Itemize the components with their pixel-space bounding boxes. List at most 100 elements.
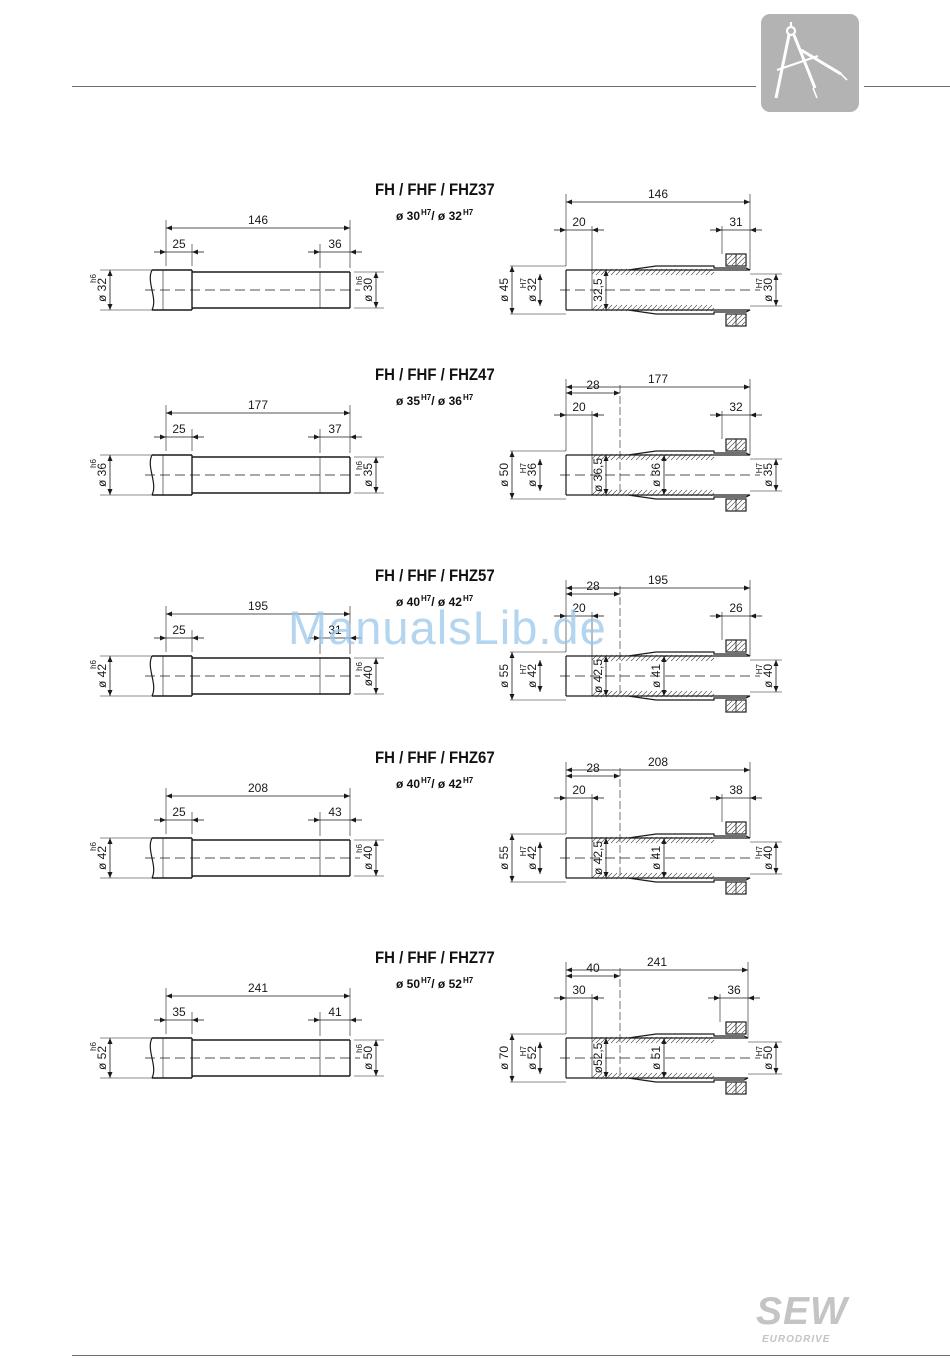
dimension-label: ø 52 — [95, 1046, 109, 1070]
dimension-arrow — [603, 455, 609, 461]
dimension-arrow — [509, 876, 515, 882]
dimension-arrow — [107, 489, 113, 495]
dimension-arrow — [166, 611, 172, 617]
dimension-arrow — [537, 459, 543, 465]
dimension-arrow — [314, 434, 320, 440]
dimension-label: 146 — [648, 187, 668, 201]
dimension-label: 20 — [572, 783, 586, 797]
hatch-line — [731, 314, 743, 326]
dimension-arrow — [566, 384, 572, 390]
hatch-fill — [726, 439, 746, 451]
hub-outline-bottom — [566, 1077, 749, 1083]
dimension-arrow — [603, 489, 609, 495]
hatch-fill — [726, 1082, 746, 1094]
dimension-arrow — [592, 995, 598, 1001]
section-title: FH / FHF / FHZ47 — [375, 365, 495, 384]
dimension-arrow — [344, 793, 350, 799]
dimension-label: 28 — [586, 378, 600, 392]
hatch-line — [726, 1082, 733, 1089]
hatch-line — [741, 1089, 746, 1094]
dimension-label: ø 42 — [95, 664, 109, 688]
dimension-label: 20 — [572, 215, 586, 229]
dimension-label: 32 — [729, 400, 743, 414]
drafting-compass-icon — [761, 14, 859, 112]
dimension-label: 31 — [328, 623, 342, 637]
dimension-label: ø 32 — [525, 278, 539, 302]
hatch-line — [736, 824, 746, 834]
dimension-arrow — [350, 635, 356, 641]
dimension-arrow — [537, 660, 543, 666]
dimension-arrow — [160, 1017, 166, 1023]
hatch-line — [591, 872, 598, 879]
dimension-arrow — [773, 686, 779, 692]
hatch-line — [731, 499, 743, 511]
dimension-label: ø52,5 — [591, 1042, 605, 1073]
hatch-line — [736, 642, 746, 652]
hatch-line — [741, 506, 746, 511]
dimension-arrow — [373, 1070, 379, 1076]
dimension-arrow — [661, 1038, 667, 1044]
dimension-arrow — [566, 973, 572, 979]
dimension-arrow — [750, 613, 756, 619]
hatch-line — [591, 1072, 598, 1079]
dimension-arrow — [560, 412, 566, 418]
dimension-label: 26 — [729, 601, 743, 615]
dimension-label: H7 — [755, 462, 764, 473]
dimension-arrow — [603, 656, 609, 662]
dimension-label: ø 30 — [761, 278, 775, 302]
dimension-label: H7 — [519, 1045, 528, 1056]
dimension-label: 195 — [248, 599, 268, 613]
dimension-arrow — [160, 249, 166, 255]
logo-main: SEW — [756, 1290, 848, 1333]
hatch-line — [731, 439, 743, 451]
dimension-arrow — [107, 838, 113, 844]
section-title: FH / FHF / FHZ57 — [375, 566, 495, 585]
brand-logo: SEW EURODRIVE — [756, 1290, 861, 1350]
dimension-label: h6 — [89, 458, 98, 467]
hatch-line — [731, 640, 743, 652]
dimension-arrow — [661, 656, 667, 662]
watermark: ManualsLib.de — [288, 601, 607, 654]
dimension-label: 30 — [572, 983, 586, 997]
dimension-arrow — [716, 227, 722, 233]
dimension-arrow — [603, 304, 609, 310]
dimension-arrow — [344, 410, 350, 416]
hub-outline-top — [566, 265, 751, 271]
dimension-arrow — [537, 300, 543, 306]
dimension-label: h6 — [355, 661, 364, 670]
hatch-line — [726, 254, 738, 266]
dimension-label: ø 36,5 — [591, 458, 605, 492]
dimension-arrow — [509, 1034, 515, 1040]
dimension-label: h6 — [89, 1041, 98, 1050]
hub-outline-bottom — [566, 695, 751, 701]
dimension-arrow — [744, 767, 750, 773]
dimension-label: 28 — [586, 579, 600, 593]
dimension-label: 38 — [729, 783, 743, 797]
dimension-arrow — [560, 795, 566, 801]
hub-outline-bottom — [566, 494, 751, 500]
hub-outline-bottom — [566, 877, 751, 883]
dimension-arrow — [107, 455, 113, 461]
dimension-arrow — [537, 274, 543, 280]
hatch-line — [731, 1022, 743, 1034]
hatch-line — [726, 822, 738, 834]
dimension-arrow — [314, 1017, 320, 1023]
dimension-arrow — [592, 412, 598, 418]
dimension-arrow — [373, 658, 379, 664]
hatch-fill — [726, 640, 746, 652]
hatch-line — [741, 261, 746, 266]
section-subtitle: ø 30H7/ ø 32H7 — [396, 208, 474, 223]
section-subtitle: ø 40H7/ ø 42H7 — [396, 776, 474, 791]
dimension-label: ø 50 — [361, 1046, 375, 1070]
dimension-arrow — [661, 489, 667, 495]
dimension-arrow — [566, 199, 572, 205]
hatch-line — [726, 314, 733, 321]
hatch-line — [741, 707, 746, 712]
hatch-line — [736, 256, 746, 266]
dimension-arrow — [566, 767, 572, 773]
dimension-label: 208 — [648, 755, 668, 769]
